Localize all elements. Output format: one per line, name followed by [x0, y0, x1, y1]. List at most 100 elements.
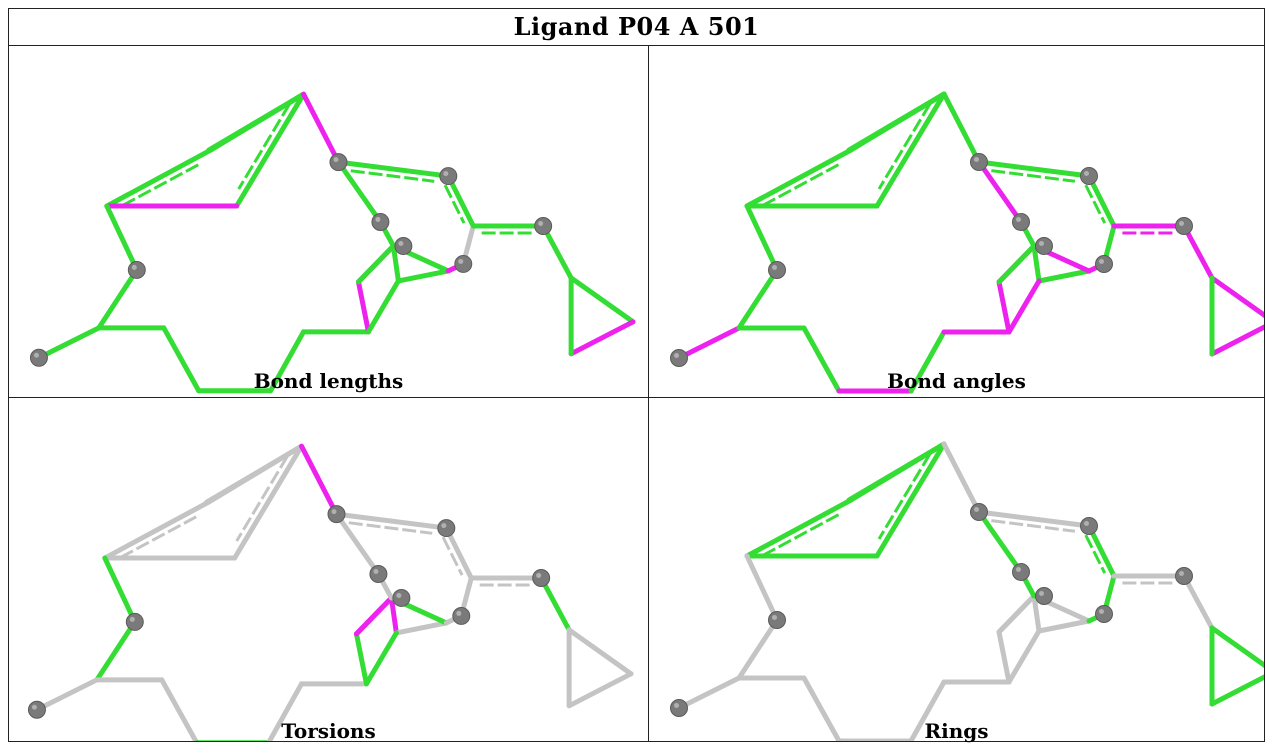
atom-4-highlight — [33, 352, 39, 358]
bond-29 — [538, 575, 572, 633]
bond-2 — [234, 91, 307, 209]
bond-22-aromatic — [991, 169, 1076, 183]
bond-21 — [301, 91, 341, 165]
atom-1 — [1080, 517, 1098, 535]
atom-6 — [1035, 237, 1053, 255]
panel-caption-torsions: Torsions — [281, 719, 376, 743]
panel-caption-bond-lengths: Bond lengths — [253, 369, 404, 393]
bond-21 — [941, 441, 982, 515]
atom-4 — [670, 699, 688, 717]
bond-16 — [388, 595, 399, 636]
panel-caption-rings: Rings — [924, 719, 989, 743]
bond-7 — [736, 617, 780, 681]
atom-0 — [327, 505, 346, 524]
bond-20 — [355, 243, 396, 285]
molecule-group — [27, 443, 634, 741]
atom-1-highlight — [1084, 171, 1089, 176]
atom-6 — [392, 588, 411, 607]
bond-0-aromatic — [121, 161, 203, 207]
atom-0 — [970, 503, 988, 521]
bond-25 — [1086, 523, 1117, 579]
bond-31 — [566, 671, 634, 709]
atom-1-highlight — [441, 523, 447, 529]
bond-8 — [34, 677, 100, 713]
panel-bond-lengths: Bond lengths — [9, 46, 649, 398]
bond-22-aromatic — [991, 519, 1076, 533]
atom-6-highlight — [1039, 591, 1044, 596]
atom-7-highlight — [456, 610, 462, 616]
bond-25 — [443, 525, 474, 581]
panel-rings: Rings — [649, 398, 1264, 743]
bond-22-aromatic — [348, 521, 433, 535]
atom-6-highlight — [396, 592, 402, 598]
bond-2-aromatic — [877, 103, 932, 190]
atom-3 — [768, 261, 786, 279]
atom-2 — [1012, 563, 1030, 581]
bond-20 — [353, 595, 394, 637]
bond-29 — [540, 223, 574, 281]
atom-5 — [1175, 217, 1193, 235]
bond-4 — [204, 443, 305, 505]
bond-23 — [976, 159, 1024, 225]
bond-25 — [1086, 173, 1117, 229]
bond-12 — [266, 681, 305, 741]
atom-4 — [27, 700, 46, 719]
bond-14 — [996, 279, 1012, 335]
bond-22 — [976, 159, 1092, 179]
bond-30 — [568, 275, 636, 325]
bond-8 — [36, 325, 102, 361]
atom-2-highlight — [1016, 567, 1021, 572]
atom-1 — [1080, 167, 1098, 185]
bond-7 — [736, 267, 780, 331]
bond-31 — [1209, 674, 1264, 707]
bond-12 — [908, 679, 947, 741]
bond-22 — [976, 509, 1092, 529]
bond-10 — [801, 675, 842, 741]
bond-19 — [365, 278, 401, 335]
bond-30 — [1209, 275, 1264, 318]
ligand-structure-bond-angles — [670, 91, 1264, 394]
atom-2-highlight — [1016, 217, 1021, 222]
atom-7 — [454, 254, 473, 273]
bond-0 — [744, 147, 854, 209]
atom-7-highlight — [1099, 609, 1104, 614]
bond-10 — [159, 677, 199, 741]
atom-3 — [125, 612, 144, 631]
atom-6-highlight — [398, 240, 404, 246]
bond-14 — [355, 279, 371, 335]
atom-0-highlight — [333, 157, 339, 163]
bond-7 — [96, 267, 140, 331]
atom-2 — [369, 565, 388, 583]
atom-0 — [329, 153, 348, 172]
atom-0-highlight — [974, 157, 979, 162]
atom-1-highlight — [443, 171, 449, 177]
bond-0-aromatic — [762, 511, 843, 557]
panel-caption-bond-angles: Bond angles — [887, 369, 1026, 393]
bond-2 — [232, 443, 305, 561]
bond-30 — [1209, 625, 1264, 668]
atom-0-highlight — [974, 507, 979, 512]
bond-20 — [996, 593, 1037, 635]
atom-3 — [127, 260, 146, 279]
atom-2-highlight — [373, 569, 379, 574]
atom-4 — [670, 349, 688, 367]
atom-1 — [437, 519, 456, 538]
atom-5-highlight — [1179, 221, 1184, 226]
bond-10 — [161, 325, 202, 394]
bond-20 — [996, 243, 1037, 285]
molecule-group — [29, 91, 636, 394]
bond-2 — [874, 441, 947, 559]
bond-0-aromatic — [119, 513, 201, 559]
bond-23 — [335, 159, 383, 225]
atom-1-highlight — [1084, 521, 1089, 526]
bond-0 — [744, 497, 854, 559]
molecule-group — [670, 441, 1264, 741]
bond-4 — [846, 91, 947, 153]
bond-4 — [206, 91, 307, 153]
atom-3-highlight — [131, 264, 137, 270]
atom-6-highlight — [1039, 241, 1044, 246]
bond-8 — [676, 325, 742, 361]
bond-12 — [908, 329, 947, 394]
atom-7 — [452, 606, 471, 625]
atom-5 — [1175, 567, 1193, 585]
